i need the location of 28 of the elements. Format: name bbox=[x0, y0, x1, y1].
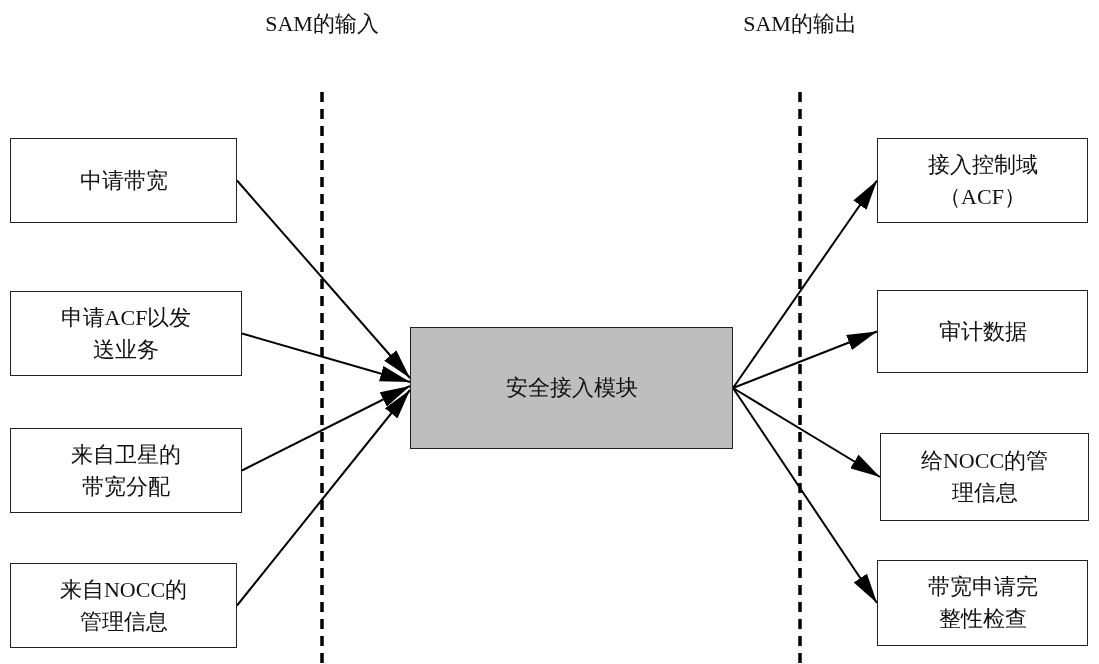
arrow bbox=[732, 387, 878, 604]
box-label: 安全接入模块 bbox=[505, 374, 638, 403]
box-label: 来自卫星的带宽分配 bbox=[70, 440, 182, 501]
arrow bbox=[236, 389, 411, 607]
box-label: 来自NOCC的管理信息 bbox=[58, 575, 189, 636]
process-box bbox=[10, 138, 237, 223]
box-label: 申请ACF以发送业务 bbox=[59, 303, 193, 364]
arrow bbox=[732, 330, 878, 389]
box-label: 中请带宽 bbox=[79, 166, 168, 195]
arrow bbox=[241, 385, 411, 472]
box-label: 给NOCC的管理信息 bbox=[919, 447, 1050, 507]
arrow bbox=[732, 387, 881, 478]
box-label: 接入控制域（ACF） bbox=[926, 150, 1039, 211]
box-label: 带宽申请完整性检查 bbox=[927, 573, 1038, 633]
process-box bbox=[877, 560, 1088, 646]
process-box bbox=[877, 138, 1088, 223]
process-box bbox=[880, 433, 1089, 521]
column-heading: SAM的输出 bbox=[742, 10, 858, 38]
process-box bbox=[10, 291, 242, 376]
process-box bbox=[10, 563, 237, 648]
module-box bbox=[410, 327, 733, 449]
box-label: 审计数据 bbox=[938, 317, 1027, 346]
arrow bbox=[732, 179, 878, 389]
column-heading: SAM的输入 bbox=[264, 10, 380, 38]
arrow bbox=[241, 332, 411, 383]
arrow bbox=[236, 179, 411, 379]
process-box bbox=[877, 290, 1088, 373]
process-box bbox=[10, 428, 242, 513]
